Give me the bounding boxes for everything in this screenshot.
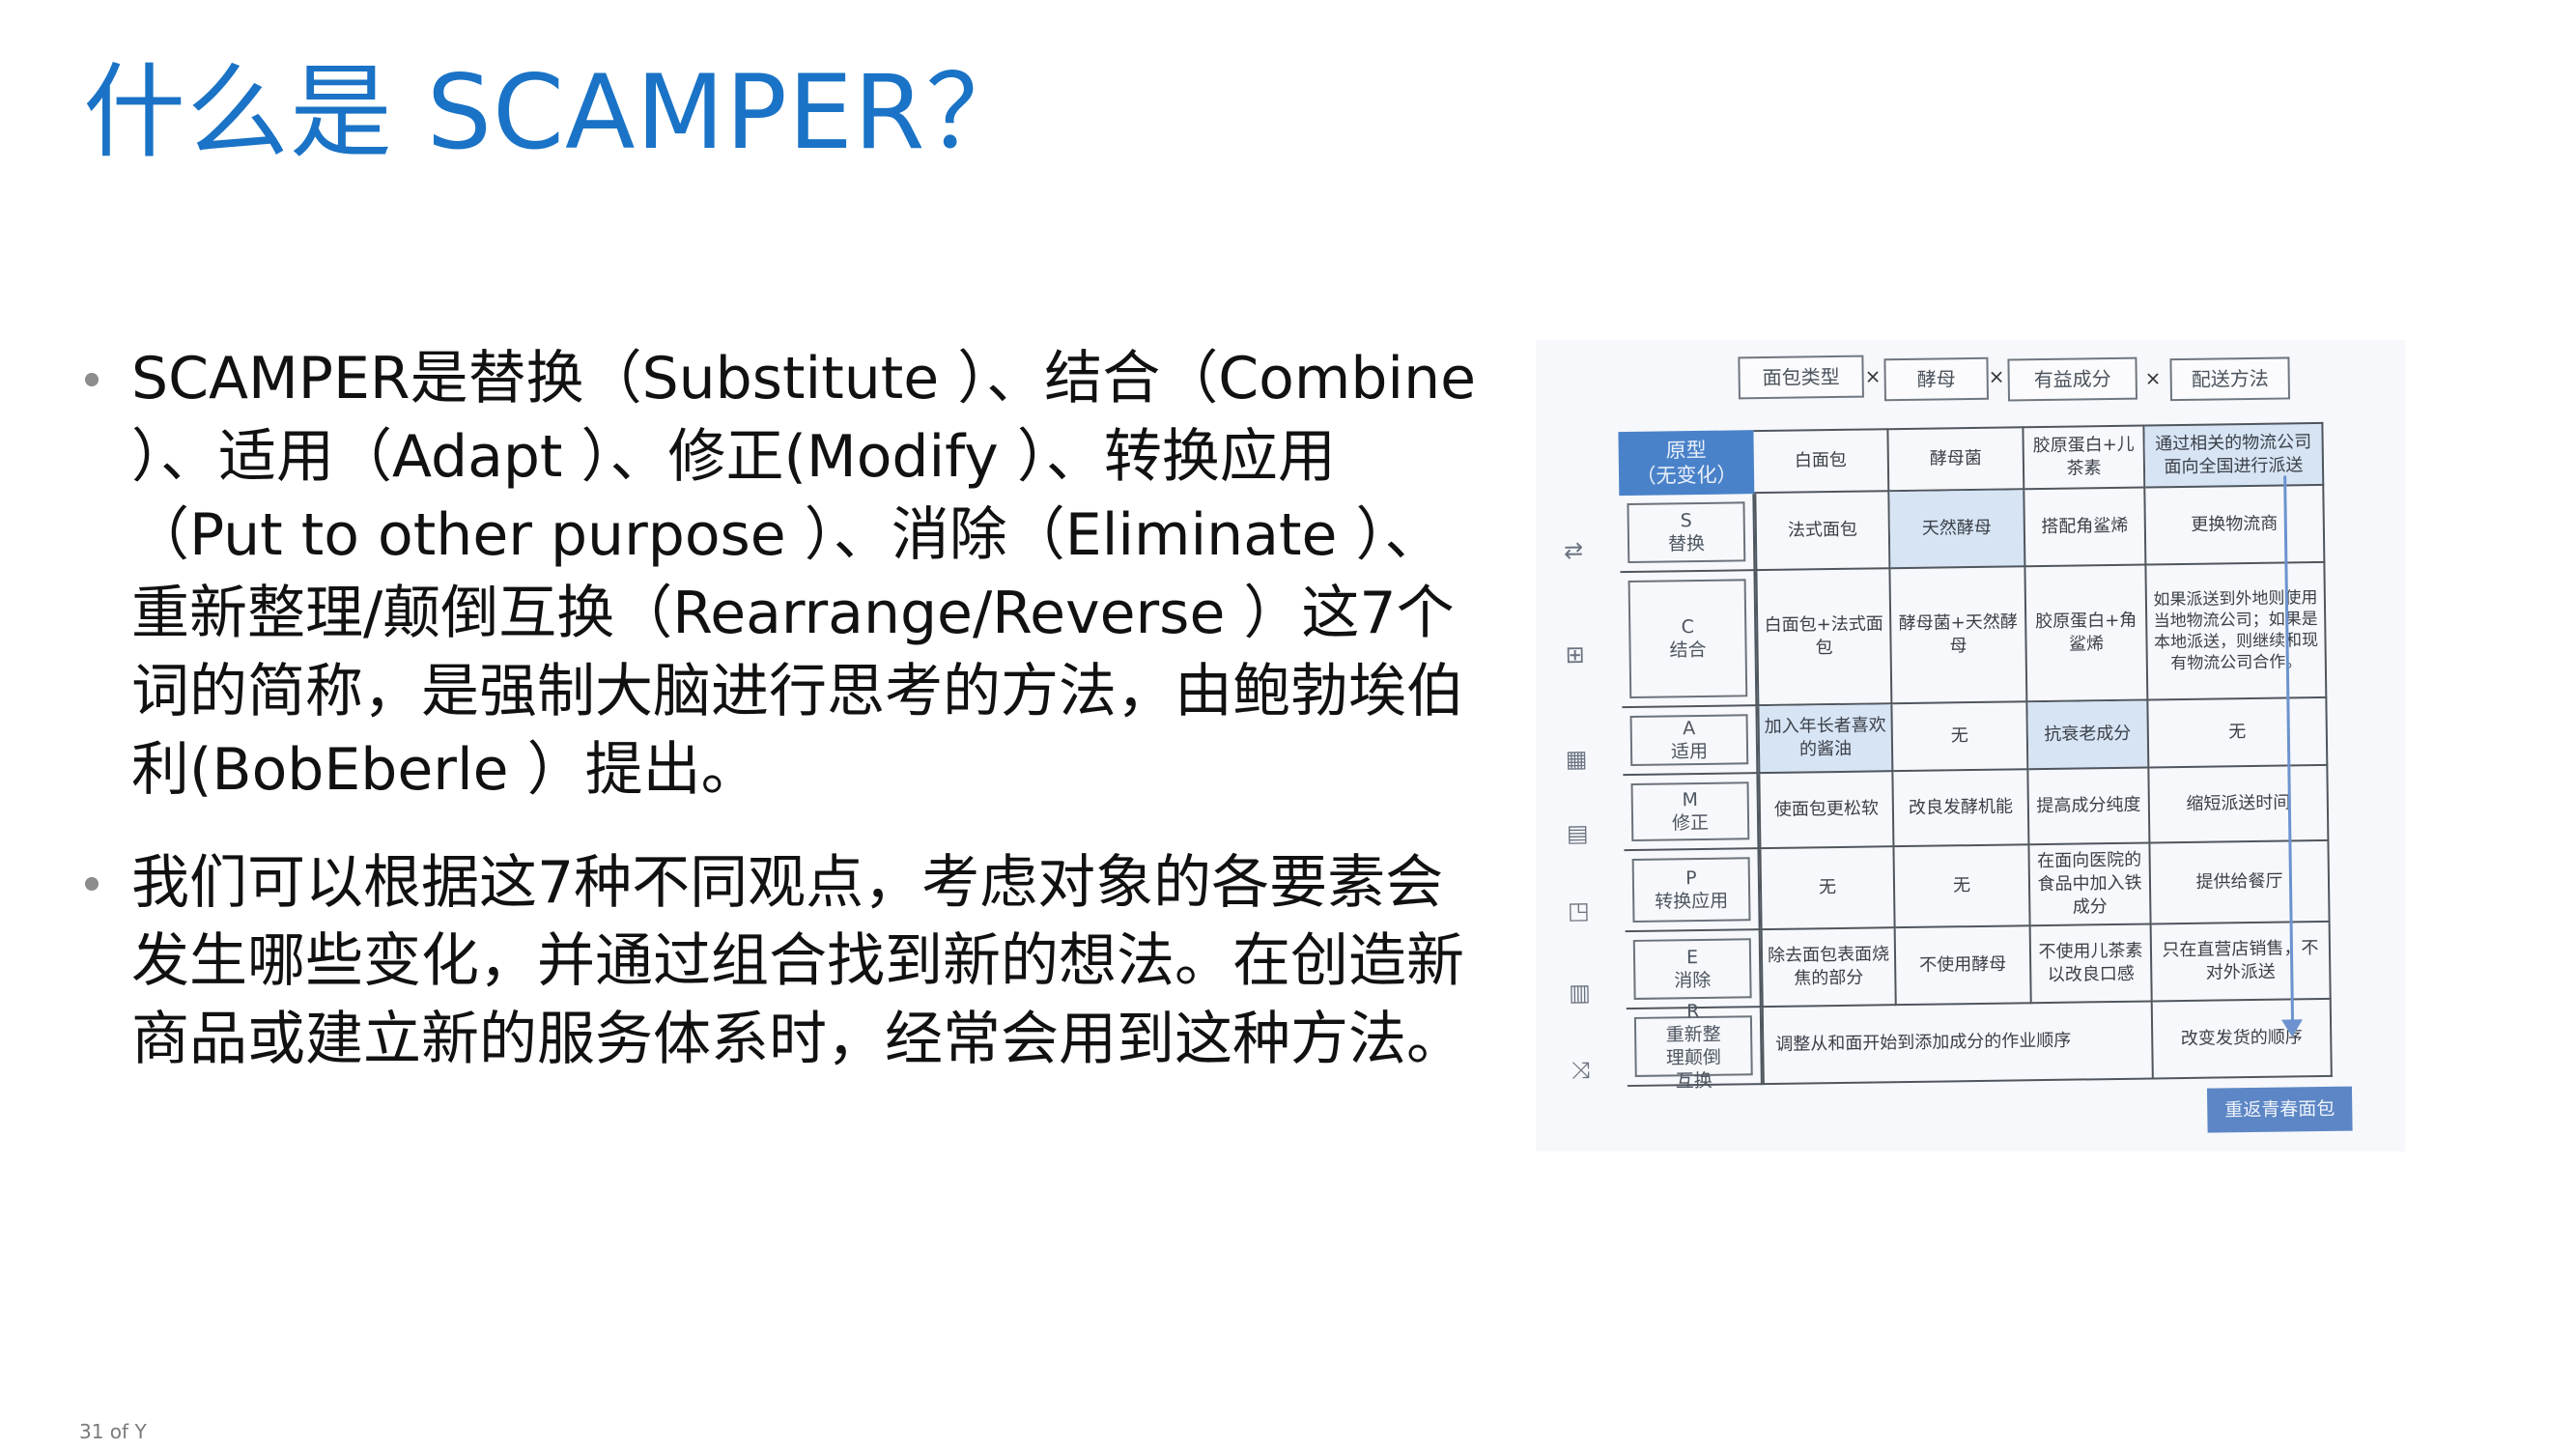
table-cell: 不使用酵母 <box>1895 926 2032 1007</box>
arrow-down-icon <box>2280 1019 2304 1037</box>
row-label-letter: A <box>1683 718 1696 740</box>
table-cell: 提供给餐厅 <box>2150 840 2331 925</box>
table-cell: 缩短派送时间 <box>2149 765 2330 844</box>
header-beneficial-ingredient: 有益成分 <box>2007 356 2138 402</box>
multiply-icon: × <box>1864 364 1882 388</box>
table-cell: 除去面包表面烧焦的部分 <box>1760 928 1897 1009</box>
adapt-icon: ▦ <box>1565 745 1588 773</box>
table-cell: 无 <box>1759 847 1896 931</box>
bullet-item: SCAMPER是替换（Substitute ）、结合（Combine ）、适用（… <box>81 340 1482 810</box>
scamper-table-photo: 面包类型 × 酵母 × 有益成分 × 配送方法 ⇄ ⊞ ▦ ▤ ◳ ▥ ⤨ 原型… <box>1536 340 2405 1151</box>
table-cell: 加入年长者喜欢的酱油 <box>1757 704 1894 775</box>
bullet-text: SCAMPER是替换（Substitute ）、结合（Combine ）、适用（… <box>131 345 1477 804</box>
header-yeast: 酵母 <box>1883 356 1989 402</box>
table-cell: 更换物流商 <box>2145 485 2326 566</box>
header-delivery-method: 配送方法 <box>2169 356 2291 402</box>
table-cell: 只在直营店销售，不对外派送 <box>2151 922 2332 1003</box>
table-cell: 酵母菌+天然酵母 <box>1890 567 2028 705</box>
row-label-text: 结合 <box>1669 639 1707 662</box>
header-bread-type: 面包类型 <box>1738 355 1864 400</box>
table-cell: 搭配角鲨烯 <box>2024 488 2147 568</box>
row-label-text: 转换应用 <box>1655 890 1729 913</box>
row-label-text: 适用 <box>1670 740 1709 763</box>
row-label-letter: R <box>1686 1001 1700 1023</box>
substitute-icon: ⇄ <box>1563 536 1584 564</box>
table-cell: 改良发酵机能 <box>1893 770 2030 848</box>
table-cell: 提高成分纯度 <box>2028 768 2151 846</box>
result-tag: 重返青春面包 <box>2206 1086 2353 1133</box>
put-to-use-icon: ◳ <box>1567 896 1590 924</box>
row-label-prototype: 原型（无变化） <box>1618 430 1755 497</box>
table-cell: 天然酵母 <box>1889 490 2026 570</box>
slide-title: 什么是 SCAMPER？ <box>83 53 1030 172</box>
bullet-dot-icon <box>85 373 99 386</box>
table-cell: 抗衰老成分 <box>2027 700 2150 771</box>
row-label-letter: C <box>1681 616 1695 639</box>
scamper-grid: 原型（无变化） 白面包 酵母菌 胶原蛋白+儿茶素 通过相关的物流公司面向全国进行… <box>1618 421 2333 1092</box>
row-label-letter: E <box>1685 947 1699 969</box>
table-cell: 如果派送到外地则使用当地物流公司；如果是本地派送，则继续和现有物流公司合作。 <box>2146 562 2328 701</box>
table-cell: 酵母菌 <box>1888 426 2025 493</box>
table-cell: 无 <box>2148 697 2329 769</box>
multiply-icon: × <box>1988 364 2005 388</box>
row-label-letter: S <box>1680 510 1692 532</box>
row-label-text: 消除 <box>1674 969 1712 992</box>
table-cell-wide: 调整从和面开始到添加成分的作业顺序 <box>1761 1002 2154 1086</box>
bullet-text: 我们可以根据这7种不同观点，考虑对象的各要素会发生哪些变化，并通过组合找到新的想… <box>131 849 1464 1073</box>
row-label-text: （无变化） <box>1635 463 1738 488</box>
eliminate-icon: ▥ <box>1568 979 1592 1007</box>
row-label-letter: M <box>1682 789 1699 811</box>
table-cell: 白面包 <box>1753 428 1890 495</box>
table-cell: 法式面包 <box>1754 492 1891 572</box>
multiply-icon: × <box>2144 366 2162 390</box>
table-cell: 胶原蛋白+儿茶素 <box>2024 424 2146 491</box>
rearrange-icon: ⤨ <box>1571 1056 1591 1084</box>
page-number: 31 of Y <box>79 1420 147 1443</box>
table-cell: 通过相关的物流公司面向全国进行派送 <box>2144 421 2325 489</box>
table-cell: 白面包+法式面包 <box>1755 569 1893 707</box>
row-label-text: 替换 <box>1667 532 1706 555</box>
scamper-table: 面包类型 × 酵母 × 有益成分 × 配送方法 ⇄ ⊞ ▦ ▤ ◳ ▥ ⤨ 原型… <box>1540 334 2411 1157</box>
row-label-letter: 原型 <box>1665 438 1707 463</box>
table-cell: 胶原蛋白+角鲨烯 <box>2025 565 2149 703</box>
row-label-letter: P <box>1684 867 1697 890</box>
table-cell: 改变发货的顺序 <box>2152 999 2333 1080</box>
bullet-item: 我们可以根据这7种不同观点，考虑对象的各要素会发生哪些变化，并通过组合找到新的想… <box>81 844 1482 1079</box>
combine-icon: ⊞ <box>1565 640 1585 668</box>
modify-icon: ▤ <box>1566 819 1589 847</box>
row-label-text: 修正 <box>1671 811 1710 835</box>
table-cell: 使面包更松软 <box>1758 772 1895 850</box>
table-cell: 在面向医院的食品中加入铁成分 <box>2029 843 2152 927</box>
row-label-text: 重新整理颠倒互换 <box>1665 1023 1722 1093</box>
table-cell: 无 <box>1892 702 2029 773</box>
table-cell: 无 <box>1894 845 2031 929</box>
table-cell: 不使用儿茶素以改良口感 <box>2030 924 2153 1005</box>
bullet-dot-icon <box>85 877 99 891</box>
bullet-list: SCAMPER是替换（Substitute ）、结合（Combine ）、适用（… <box>81 340 1482 1114</box>
